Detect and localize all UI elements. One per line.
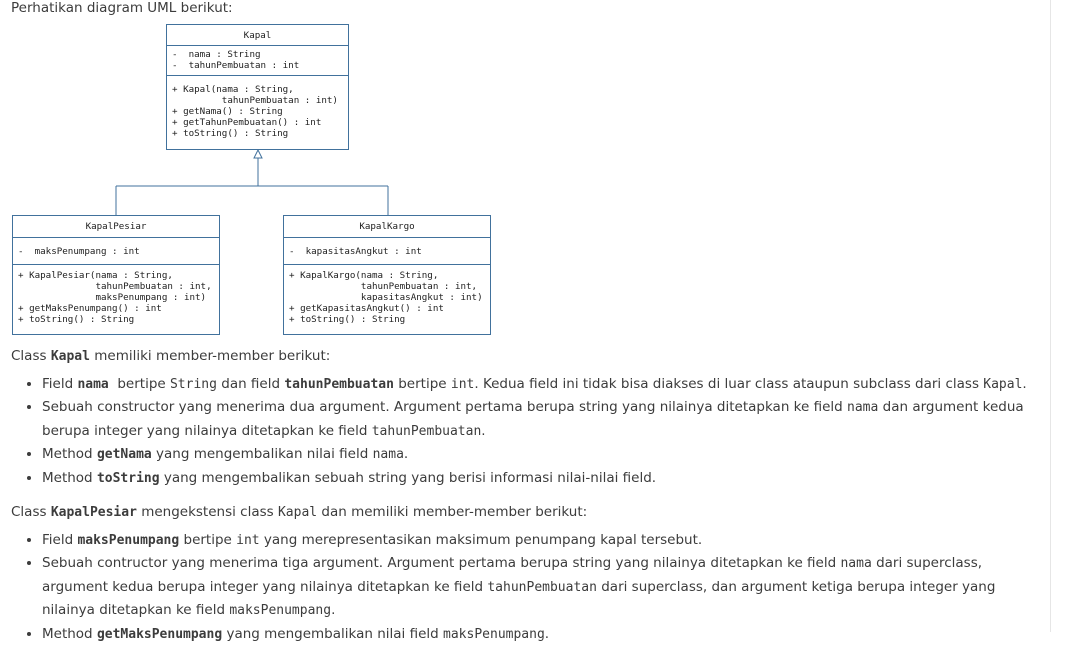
class-methods-kapal: + Kapal(nama : String, tahunPembuatan : … bbox=[167, 75, 348, 142]
text: bertipe bbox=[109, 376, 170, 392]
code: tahunPembuatan bbox=[487, 580, 597, 595]
class-box-kapalpesiar: KapalPesiar - maksPenumpang : int + Kapa… bbox=[12, 215, 220, 335]
text: Method bbox=[42, 446, 97, 462]
method-line: + getTahunPembuatan() : int bbox=[172, 117, 321, 128]
class-box-kapalkargo: KapalKargo - kapasitasAngkut : int + Kap… bbox=[283, 215, 491, 335]
section2-list: Field maksPenumpang bertipe int yang mer… bbox=[11, 529, 1041, 646]
text: Method bbox=[42, 626, 97, 642]
content-divider bbox=[1050, 0, 1051, 632]
text: Sebuah contructor yang menerima tiga arg… bbox=[42, 555, 840, 571]
class-methods-kapalpesiar: + KapalPesiar(nama : String, tahunPembua… bbox=[13, 264, 219, 328]
method-line: + KapalPesiar(nama : String, bbox=[18, 270, 173, 281]
text: dan memiliki member-member berikut: bbox=[317, 504, 587, 520]
method-line: + toString() : String bbox=[18, 314, 134, 325]
text: Sebuah constructor yang menerima dua arg… bbox=[42, 399, 847, 415]
uml-connectors bbox=[0, 0, 1084, 340]
method-line: tahunPembuatan : int) bbox=[172, 95, 338, 106]
text: yang merepresentasikan maksimum penumpan… bbox=[260, 532, 703, 548]
code: getNama bbox=[97, 447, 152, 462]
field-line: - maksPenumpang : int bbox=[18, 246, 140, 257]
section2-heading: Class KapalPesiar mengekstensi class Kap… bbox=[11, 501, 1041, 525]
class-name-kapal: Kapal bbox=[167, 25, 348, 45]
text: yang mengembalikan nilai field bbox=[152, 446, 373, 462]
intro-text: Perhatikan diagram UML berikut: bbox=[11, 0, 233, 16]
text: Class bbox=[11, 348, 51, 364]
list-item: Method toString yang mengembalikan sebua… bbox=[42, 467, 1041, 491]
code: tahunPembuatan bbox=[284, 377, 394, 392]
section1-heading: Class Kapal memiliki member-member berik… bbox=[11, 345, 1041, 369]
section1-list: Field nama bertipe String dan field tahu… bbox=[11, 373, 1041, 491]
code: int bbox=[451, 377, 474, 392]
class-name-kapalpesiar: KapalPesiar bbox=[13, 216, 219, 237]
code: nama bbox=[847, 400, 878, 415]
field-line: - kapasitasAngkut : int bbox=[289, 246, 422, 257]
code: int bbox=[236, 533, 259, 548]
text: Field bbox=[42, 376, 77, 392]
list-item: Method getNama yang mengembalikan nilai … bbox=[42, 443, 1041, 467]
code: maksPenumpang bbox=[77, 533, 179, 548]
text: bertipe bbox=[179, 532, 236, 548]
method-line: + Kapal(nama : String, bbox=[172, 84, 294, 95]
text: . bbox=[1022, 376, 1026, 392]
text: . bbox=[545, 626, 549, 642]
method-line: + toString() : String bbox=[289, 314, 405, 325]
method-line: tahunPembuatan : int, bbox=[289, 281, 477, 292]
class-methods-kapalkargo: + KapalKargo(nama : String, tahunPembuat… bbox=[284, 264, 490, 328]
text: . bbox=[404, 446, 408, 462]
code: Kapal bbox=[983, 377, 1022, 392]
description: Class Kapal memiliki member-member berik… bbox=[11, 345, 1041, 646]
class-box-kapal: Kapal - nama : String - tahunPembuatan :… bbox=[166, 24, 349, 150]
text: memiliki member-member berikut: bbox=[90, 348, 330, 364]
text: . Kedua field ini tidak bisa diakses di … bbox=[474, 376, 983, 392]
method-line: kapasitasAngkut : int) bbox=[289, 292, 483, 303]
list-item: Field nama bertipe String dan field tahu… bbox=[42, 373, 1041, 397]
class-fields-kapalkargo: - kapasitasAngkut : int bbox=[284, 237, 490, 264]
text: Method bbox=[42, 470, 97, 486]
class-fields-kapalpesiar: - maksPenumpang : int bbox=[13, 237, 219, 264]
code: String bbox=[170, 377, 217, 392]
list-item: Field maksPenumpang bertipe int yang mer… bbox=[42, 529, 1041, 553]
uml-diagram: Kapal - nama : String - tahunPembuatan :… bbox=[0, 0, 1084, 340]
class-fields-kapal: - nama : String - tahunPembuatan : int bbox=[167, 45, 348, 75]
text: . bbox=[481, 423, 485, 439]
list-item: Sebuah contructor yang menerima tiga arg… bbox=[42, 552, 1041, 623]
field-line: - nama : String bbox=[172, 49, 261, 60]
text: Field bbox=[42, 532, 77, 548]
field-line: - tahunPembuatan : int bbox=[172, 60, 299, 71]
method-line: maksPenumpang : int) bbox=[18, 292, 206, 303]
method-line: + getNama() : String bbox=[172, 106, 283, 117]
code: nama bbox=[373, 447, 404, 462]
method-line: + getKapasitasAngkut() : int bbox=[289, 303, 444, 314]
code: Kapal bbox=[278, 505, 317, 520]
class-name: Kapal bbox=[51, 349, 90, 364]
code: tahunPembuatan bbox=[372, 424, 482, 439]
code: maksPenumpang bbox=[229, 603, 331, 618]
code: toString bbox=[97, 471, 160, 486]
class-name: KapalPesiar bbox=[51, 505, 137, 520]
list-item: Sebuah constructor yang menerima dua arg… bbox=[42, 396, 1041, 443]
text: yang mengembalikan nilai field bbox=[222, 626, 443, 642]
text: . bbox=[331, 602, 335, 618]
method-line: + KapalKargo(nama : String, bbox=[289, 270, 438, 281]
list-item: Method getMaksPenumpang yang mengembalik… bbox=[42, 623, 1041, 646]
code: nama bbox=[840, 556, 871, 571]
method-line: + getMaksPenumpang() : int bbox=[18, 303, 162, 314]
code: nama bbox=[77, 377, 108, 392]
code: getMaksPenumpang bbox=[97, 627, 222, 642]
method-line: tahunPembuatan : int, bbox=[18, 281, 212, 292]
text: yang mengembalikan sebuah string yang be… bbox=[160, 470, 657, 486]
text: Class bbox=[11, 504, 51, 520]
class-name-kapalkargo: KapalKargo bbox=[284, 216, 490, 237]
inheritance-arrow-icon bbox=[254, 150, 262, 158]
text: dan field bbox=[217, 376, 284, 392]
text: mengekstensi class bbox=[137, 504, 278, 520]
text: bertipe bbox=[394, 376, 451, 392]
method-line: + toString() : String bbox=[172, 128, 288, 139]
code: maksPenumpang bbox=[443, 627, 545, 642]
